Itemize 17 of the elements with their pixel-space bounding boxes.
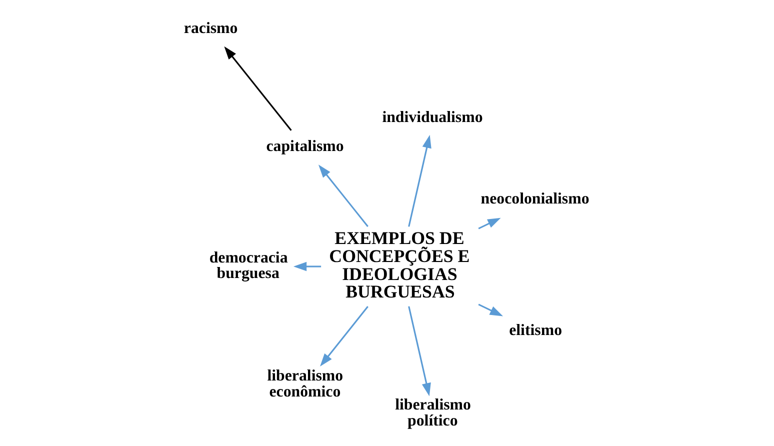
arrow — [319, 306, 368, 366]
node-text: EXEMPLOS DE CONCEPÇÕES E IDEOLOGIAS BURGUESAS — [328, 228, 470, 302]
node-text: liberalismo político — [394, 396, 470, 430]
node-text: capitalismo — [266, 138, 344, 156]
node-text: elitismo — [508, 322, 562, 339]
arrow — [478, 304, 503, 316]
node-text: neocolonialismo — [480, 190, 589, 208]
node-text: individualismo — [382, 108, 482, 126]
node-text: racismo — [183, 20, 238, 37]
arrow — [292, 262, 321, 272]
arrow — [408, 306, 430, 396]
arrow — [318, 164, 368, 227]
arrow — [224, 46, 292, 131]
arrow — [478, 218, 500, 230]
node-text: liberalismo econômico — [266, 368, 343, 400]
node-text: democracia burguesa — [208, 249, 288, 282]
arrow — [408, 134, 431, 227]
